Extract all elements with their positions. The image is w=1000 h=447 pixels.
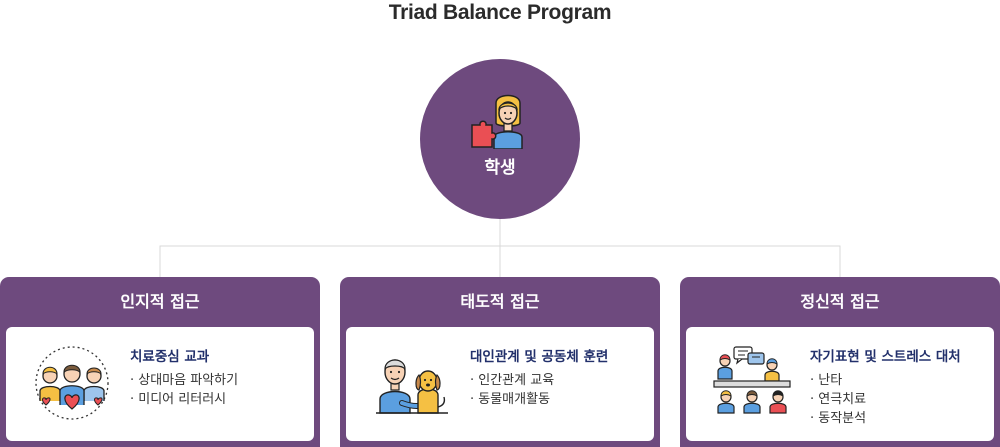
list-item: · 연극치료 bbox=[810, 392, 867, 407]
list-item: · 미디어 리터러시 bbox=[130, 392, 227, 407]
classroom-discussion-icon bbox=[712, 343, 792, 427]
card-body: 자기표현 및 스트레스 대처 · 난타 · 연극치료 · 동작분석 bbox=[686, 327, 994, 441]
student-hub: 학생 bbox=[420, 59, 580, 219]
list-item: · 동작분석 bbox=[810, 411, 867, 426]
list-item: · 상대마음 파악하기 bbox=[130, 373, 239, 388]
card-cognitive: 인지적 접근 치료 bbox=[0, 277, 320, 447]
heart-group-icon bbox=[32, 343, 112, 427]
card-title: 자기표현 및 스트레스 대처 bbox=[810, 349, 961, 365]
card-content: 대인관계 및 공동체 훈련 · 인간관계 교육 · 동물매개활동 bbox=[470, 347, 608, 409]
list-item: · 인간관계 교육 bbox=[470, 373, 555, 388]
card-content: 자기표현 및 스트레스 대처 · 난타 · 연극치료 · 동작분석 bbox=[810, 347, 961, 428]
card-header: 태도적 접근 bbox=[460, 292, 540, 311]
card-mental: 정신적 접근 bbox=[680, 277, 1000, 447]
list-item: · 난타 bbox=[810, 373, 843, 388]
student-puzzle-icon bbox=[470, 93, 530, 153]
diagram-title: Triad Balance Program bbox=[388, 1, 612, 24]
card-body: 치료중심 교과 · 상대마음 파악하기 · 미디어 리터러시 bbox=[6, 327, 314, 441]
card-content: 치료중심 교과 · 상대마음 파악하기 · 미디어 리터러시 bbox=[130, 347, 238, 409]
card-title: 대인관계 및 공동체 훈련 bbox=[470, 349, 609, 365]
hub-label: 학생 bbox=[484, 158, 516, 178]
card-title: 치료중심 교과 bbox=[130, 349, 210, 365]
card-body: 대인관계 및 공동체 훈련 · 인간관계 교육 · 동물매개활동 bbox=[346, 327, 654, 441]
card-attitudinal: 태도적 접근 bbox=[340, 277, 660, 447]
list-item: · 동물매개활동 bbox=[470, 392, 551, 407]
card-header: 정신적 접근 bbox=[800, 292, 880, 311]
man-with-dog-icon bbox=[372, 343, 452, 427]
card-header: 인지적 접근 bbox=[120, 292, 200, 311]
